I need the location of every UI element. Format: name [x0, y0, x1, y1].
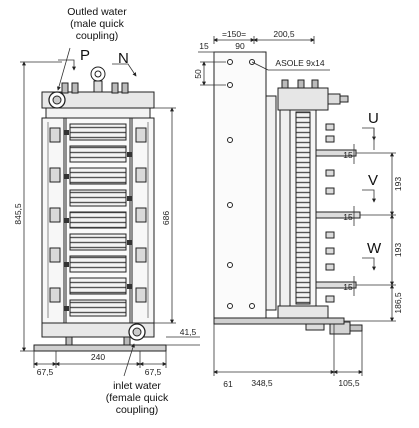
dim-inner-height: 686: [161, 211, 171, 225]
dim-v-193: 193: [393, 177, 403, 191]
marker-n: N: [118, 50, 129, 67]
front-base: [33, 344, 167, 352]
outlet-label-line-2: (male quick: [70, 18, 124, 30]
dim-top-15: 15: [199, 41, 209, 51]
inlet-water-label: inlet water (female quick coupling): [94, 380, 180, 416]
outlet-label-line-3: coupling): [75, 30, 119, 42]
inlet-label-line-2: (female quick: [105, 392, 169, 404]
outlet-label-line-1: Outled water: [67, 6, 127, 18]
marker-p: P: [80, 47, 91, 64]
dim-top-200: 200,5: [273, 29, 295, 39]
dim-center-width: 240: [91, 352, 105, 362]
dim-overall-height: 845,5: [13, 203, 23, 225]
front-bottom-rail: [41, 322, 155, 338]
dim-v-15: 15: [343, 212, 353, 222]
dim-side-105: 105,5: [338, 378, 360, 388]
dim-bottom-186: 186,5: [393, 292, 403, 314]
inlet-label-line-3: coupling): [115, 404, 159, 416]
terminal-tabs: [315, 123, 361, 303]
side-dimensions: [198, 36, 396, 376]
dim-u-15: 15: [343, 150, 353, 160]
dim-top-50: 50: [193, 69, 203, 79]
front-dimensions: [20, 47, 200, 377]
dim-bottom-41: 41,5: [180, 327, 197, 337]
side-top-block: [277, 87, 329, 111]
stack-modules: [69, 123, 127, 317]
top-bolts: [61, 82, 129, 94]
marker-w: W: [367, 240, 382, 257]
side-view: [213, 51, 363, 335]
dim-left-margin: 67,5: [37, 367, 54, 377]
marker-v: V: [368, 172, 379, 189]
dim-depth: 348,5: [251, 378, 273, 388]
dim-w-15: 15: [343, 282, 353, 292]
dim-w-193: 193: [393, 243, 403, 257]
outlet-water-label: Outled water (male quick coupling): [54, 6, 140, 42]
dimension-labels: 845,5 686 41,5 67,5 240 67,5 =150= 200,5…: [13, 29, 403, 389]
side-outlet-fitting: [327, 93, 341, 105]
dim-top-150: =150=: [222, 29, 246, 39]
marker-u: U: [368, 110, 379, 127]
front-view: [33, 66, 167, 352]
slot-label: ASOLE 9x14: [275, 58, 324, 68]
side-base: [213, 317, 345, 325]
dim-top-90: 90: [235, 41, 245, 51]
dim-cut-mark: 61: [223, 379, 233, 389]
side-panel: [213, 51, 267, 319]
inlet-label-line-1: inlet water: [113, 380, 161, 392]
dim-right-margin: 67,5: [145, 367, 162, 377]
